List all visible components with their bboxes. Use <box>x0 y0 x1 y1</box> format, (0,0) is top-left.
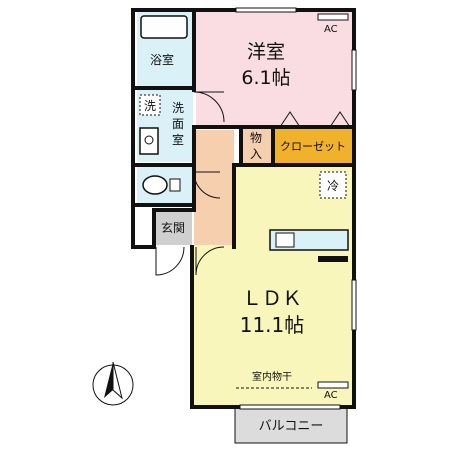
washroom-label: 洗面室 <box>172 101 184 147</box>
ldk-ac-label: AC <box>324 390 338 401</box>
fridge-label: 冷 <box>327 179 339 193</box>
toilet-bowl <box>142 175 168 195</box>
balcony-label: バルコニー <box>259 419 324 434</box>
washer-pad <box>139 94 161 116</box>
western-room-size: 6.1帖 <box>241 67 290 89</box>
closet-label: クローゼット <box>280 140 346 153</box>
hallway <box>194 130 234 245</box>
entrance-area <box>156 210 192 245</box>
toilet-tank <box>169 178 181 192</box>
ldk-room <box>194 167 352 405</box>
ac-unit-ldk <box>317 381 349 389</box>
storage-room <box>243 129 271 163</box>
storage-label: 物入 <box>250 131 262 161</box>
washbasin <box>139 127 159 155</box>
fridge-space <box>319 171 347 199</box>
closet-room <box>275 129 352 163</box>
ldk-size: 11.1帖 <box>240 313 305 337</box>
bath-label: 浴室 <box>150 52 174 67</box>
western-room <box>196 12 352 125</box>
western-ac-label: AC <box>324 24 338 35</box>
door-swings <box>155 91 351 276</box>
kitchen-sink <box>275 232 295 248</box>
ldk-name: ＬＤＫ <box>242 286 302 310</box>
western-room-name: 洋室 <box>247 41 285 63</box>
ac-unit-western <box>317 13 349 21</box>
range-hood <box>318 256 348 262</box>
bathtub <box>140 15 188 39</box>
washer-label: 洗 <box>144 99 156 113</box>
north-arrow-icon <box>92 361 134 406</box>
windows <box>235 7 357 410</box>
basin-drain <box>144 135 154 145</box>
entrance-label: 玄関 <box>161 220 185 235</box>
drying-label: 室内物干 <box>252 370 292 383</box>
